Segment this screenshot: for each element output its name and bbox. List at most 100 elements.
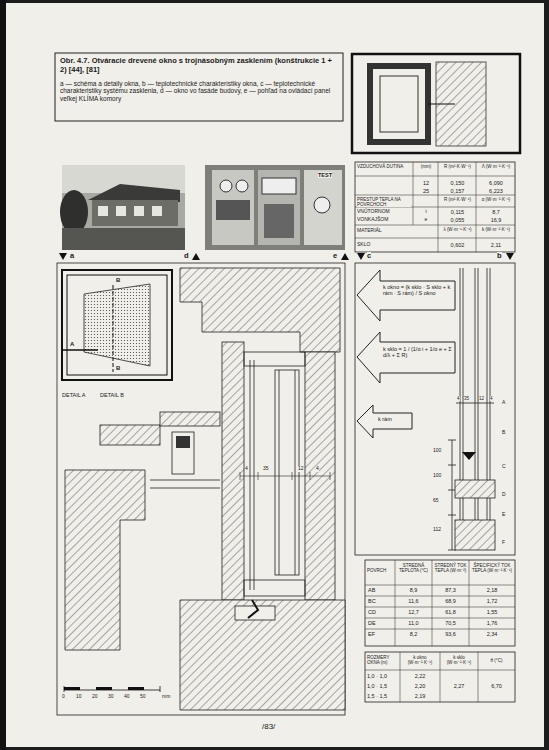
drawing-label: θ (°C) [480,658,513,663]
drawing-label: λ (W·m⁻¹·K⁻¹) [440,227,475,232]
drawing-label: EF [368,631,392,637]
drawing-label: STREDNÝ TOK TEPLA (W·m⁻²) [434,563,467,573]
drawing-label: 1,76 [471,620,513,626]
drawing-label: R (m²·K·W⁻¹) [440,197,475,202]
drawing-label: α (W·m⁻²·K⁻¹) [478,197,514,202]
drawing-label: 61,8 [434,609,467,615]
drawing-label: ROZMERY OKNA (m) [367,655,398,665]
drawing-label: 6,223 [478,188,514,194]
drawing-label: 2,19 [402,693,438,699]
drawing-label: b [497,252,502,261]
drawing-label: STREDNÁ TEPLOTA (°C) [397,563,430,573]
drawing-label: 20 [92,694,98,700]
drawing-label: MATERIÁL [357,228,382,234]
drawing-label: i [415,209,437,215]
drawing-label: CD [368,609,392,615]
drawing-label: 1,55 [471,609,513,615]
drawing-label: 68,9 [434,598,467,604]
drawing-label: 16,9 [478,217,514,223]
drawing-label: 2,11 [478,242,514,248]
drawing-label: 10 [76,694,82,700]
drawing-label: 4 [490,396,493,401]
drawing-label: TEST [318,172,332,178]
drawing-label: k okno = (k sklo · S sklo + k rám · S rá… [383,284,453,297]
drawing-label: 0,055 [440,217,475,223]
drawing-label: 112 [433,527,441,533]
drawing-label: 1,5 · 1,5 [367,693,398,699]
drawing-label: B [116,365,120,372]
drawing-label: 100 [433,473,441,479]
drawing-label: 70,5 [434,620,467,626]
drawing-label: 8,7 [478,209,514,215]
drawing-label: 35 [464,396,469,401]
drawing-label: VONKAJŠOM [357,217,388,223]
drawing-label: VNÚTORNOM [357,209,390,215]
drawing-label: 11,6 [397,598,430,604]
drawing-label: C [502,464,506,470]
drawing-label: 0,157 [440,188,475,194]
drawing-label: 2,20 [402,683,438,689]
drawing-label: SKLO [357,242,370,248]
drawing-label: 40 [124,694,130,700]
drawing-label: 8,9 [397,587,430,593]
drawing-label: A [70,341,74,348]
drawing-label: AB [368,587,392,593]
drawing-label: 0,115 [440,209,475,215]
drawing-label: 12 [479,396,484,401]
drawing-label: mm [162,694,170,700]
drawing-label: 2,18 [471,587,513,593]
drawing-label: 6,090 [478,180,514,186]
drawing-label: c [367,252,371,261]
drawing-label: 12 [415,180,437,186]
drawing-label: 0,150 [440,180,475,186]
drawing-label: (mm) [415,164,437,169]
figure-caption: a — schéma a detaily okna, b — teplotech… [60,80,338,102]
drawing-label: k sklo (W·m⁻²·K⁻¹) [442,655,476,665]
drawing-label: k okno (W·m⁻²·K⁻¹) [402,655,438,665]
drawing-label: 65 [433,498,439,504]
drawing-label: E [502,512,505,518]
drawing-label: e [333,252,337,261]
drawing-label: DETAIL A [62,392,86,398]
drawing-label: k rám [378,416,392,422]
drawing-label: R (m²·K·W⁻¹) [440,164,475,169]
drawing-label: /83/ [262,722,275,731]
drawing-label: 4 [316,466,319,472]
drawing-label: B [502,430,505,436]
drawing-label: 2,34 [471,631,513,637]
drawing-label: 4 [245,466,248,472]
drawing-label: e [415,217,437,223]
drawing-label: 11,0 [397,620,430,626]
drawing-label: 2,27 [442,683,476,689]
drawing-label: k sklo = 1 / (1/α i + 1/α e + Σ d/λ + Σ … [383,346,453,359]
drawing-label: B [116,277,120,284]
drawing-label: 2,22 [402,673,438,679]
drawing-label: 0,602 [440,242,475,248]
drawing-label: 50 [140,694,146,700]
drawing-label: 12,7 [397,609,430,615]
drawing-label: 12 [298,466,304,472]
drawing-label: 87,3 [434,587,467,593]
drawing-label: BC [368,598,392,604]
drawing-label: D [502,492,506,498]
drawing-label: POVRCH [367,568,393,573]
drawing-label: 1,0 · 1,5 [367,683,398,689]
drawing-label: PRESTUP TEPLA NA POVRCHOCH [357,197,411,207]
drawing-label: 4 [457,396,460,401]
drawing-label: DE [368,620,392,626]
drawing-label: F [502,540,505,546]
drawing-label: a [70,252,74,261]
drawing-label: k (W·m⁻²·K⁻¹) [478,227,514,232]
drawing-label: 93,6 [434,631,467,637]
drawing-label: A [502,400,505,406]
figure-title: Obr. 4.7. Otváracie drevené okno s trojn… [60,57,338,74]
drawing-label: 30 [108,694,114,700]
drawing-label: DETAIL B [100,392,124,398]
drawing-label: 8,2 [397,631,430,637]
drawing-label: 0 [62,694,65,700]
drawing-label: 6,70 [480,683,513,689]
drawing-label: VZDUCHOVÁ DUTINA [357,164,411,169]
drawing-label: d [184,252,189,261]
